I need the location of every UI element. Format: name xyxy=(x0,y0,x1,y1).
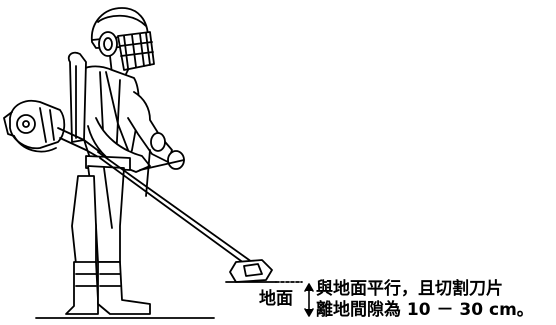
boots xyxy=(65,261,151,315)
ear-muff xyxy=(98,31,118,57)
double-headed-arrow-icon xyxy=(304,283,314,317)
engine xyxy=(3,99,66,153)
drive-shaft xyxy=(97,151,253,267)
blade-note-line-1: 與地面平行，且切割刀片 xyxy=(316,279,503,299)
handlebar xyxy=(139,132,185,197)
blade-note-line-2: 離地間隙為 10 － 30 cm。 xyxy=(316,300,534,320)
cutting-head xyxy=(225,259,277,283)
legs xyxy=(71,165,125,265)
ground-label: 地面 xyxy=(259,289,293,309)
back-harness xyxy=(67,51,87,143)
face-shield xyxy=(117,31,155,71)
